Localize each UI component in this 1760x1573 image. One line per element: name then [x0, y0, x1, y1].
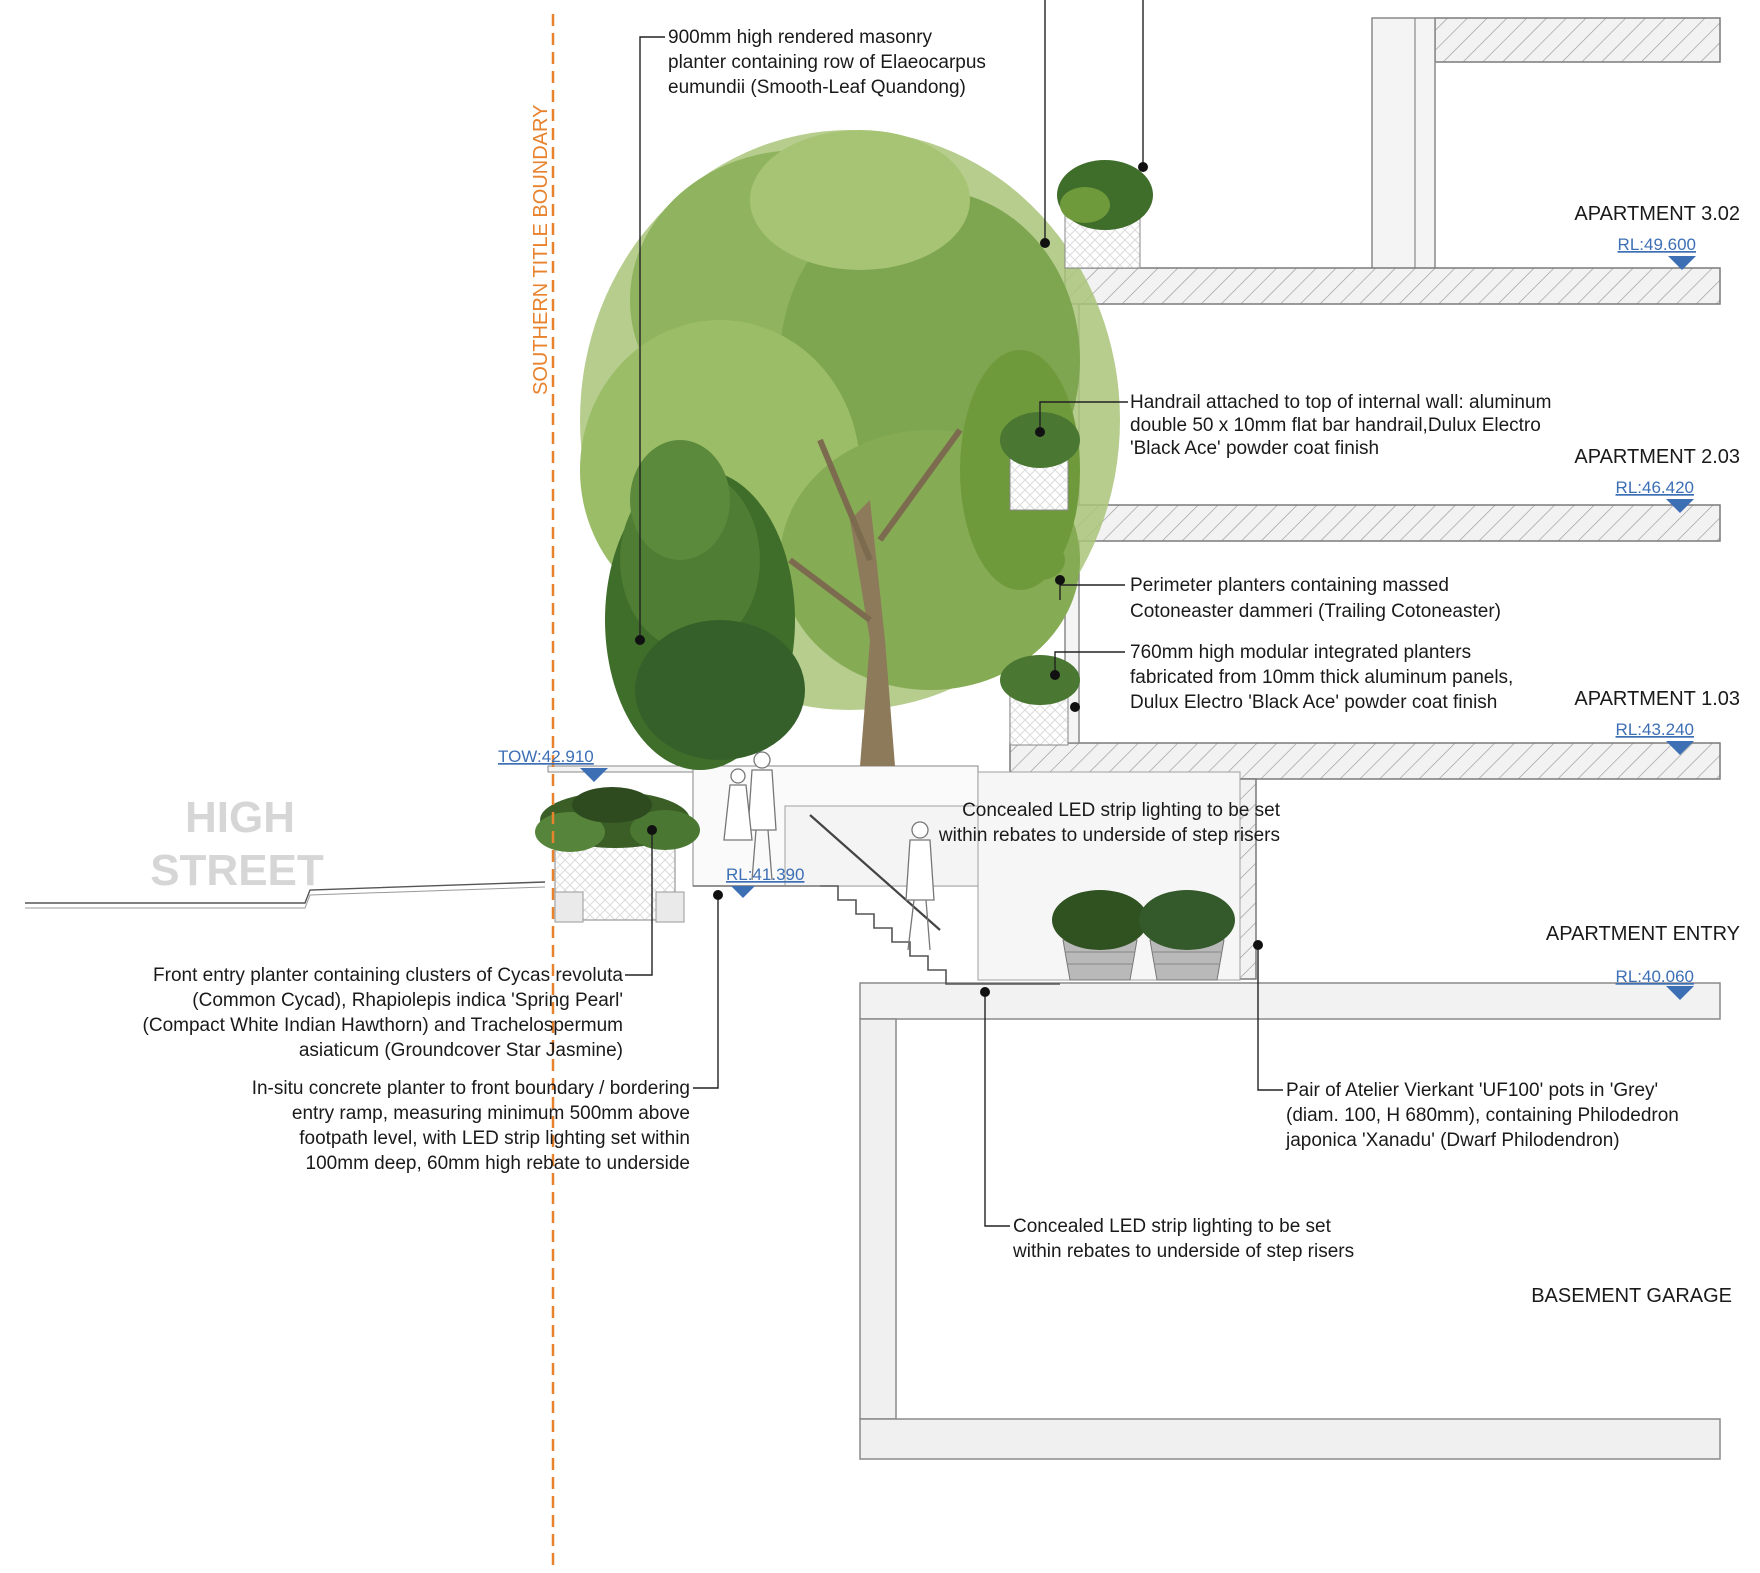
rl-ramp: RL:41.390	[726, 865, 804, 884]
annotation-masonry-planter: 900mm high rendered masonry planter cont…	[668, 27, 986, 98]
svg-text:Perimeter planters containing: Perimeter planters containing massed	[1130, 575, 1449, 596]
svg-text:Handrail attached to top of in: Handrail attached to top of internal wal…	[1130, 392, 1551, 413]
svg-text:planter containing row of Elae: planter containing row of Elaeocarpus	[668, 52, 986, 73]
annotation-insitu-planter: In-situ concrete planter to front bounda…	[252, 1078, 690, 1174]
roof-slab	[1434, 17, 1721, 63]
street-label-line2: STREET	[150, 846, 324, 895]
svg-text:double 50 x 10mm flat bar hand: double 50 x 10mm flat bar handrail,Dulux…	[1130, 415, 1541, 436]
svg-text:Concealed LED strip lighting t: Concealed LED strip lighting to be set	[962, 800, 1281, 821]
apartment-entry-label: APARTMENT ENTRY	[1546, 923, 1740, 945]
rl-entry: RL:40.060	[1616, 967, 1694, 986]
people-figures	[723, 751, 935, 951]
svg-text:within rebates to underside of: within rebates to underside of step rise…	[1012, 1241, 1354, 1262]
rl-203: RL:46.420	[1616, 478, 1694, 497]
apartment-103-label: APARTMENT 1.03	[1574, 688, 1740, 710]
upper-wall	[1371, 17, 1436, 289]
svg-text:(Compact White Indian Hawthorn: (Compact White Indian Hawthorn) and Trac…	[143, 1015, 623, 1036]
grey-pots	[1052, 890, 1235, 981]
tow-level: TOW:42.910	[498, 747, 594, 766]
leader-lines	[625, 0, 1283, 1227]
annotation-perimeter: Perimeter planters containing massed Cot…	[1130, 575, 1501, 622]
svg-text:asiaticum (Groundcover Star Ja: asiaticum (Groundcover Star Jasmine)	[299, 1040, 623, 1061]
svg-text:100mm deep, 60mm high rebate t: 100mm deep, 60mm high rebate to undersid…	[306, 1153, 690, 1174]
svg-text:'Black Ace' powder coat finish: 'Black Ace' powder coat finish	[1130, 438, 1379, 459]
annotation-handrail: Handrail attached to top of internal wal…	[1130, 392, 1551, 459]
boundary-label: SOUTHERN TITLE BOUNDARY	[530, 105, 552, 395]
rl-103: RL:43.240	[1616, 720, 1694, 739]
basement-garage-label: BASEMENT GARAGE	[1531, 1285, 1732, 1307]
svg-text:(diam. 100, H 680mm), containi: (diam. 100, H 680mm), containing Philode…	[1286, 1105, 1679, 1126]
annotation-modular: 760mm high modular integrated planters f…	[1130, 642, 1513, 713]
svg-text:Pair of Atelier Vierkant 'UF10: Pair of Atelier Vierkant 'UF100' pots in…	[1286, 1080, 1658, 1101]
svg-text:760mm high modular integrated: 760mm high modular integrated planters	[1130, 642, 1471, 663]
ground-slab	[859, 982, 1721, 1020]
front-entry-planter	[535, 787, 700, 923]
basement-floor	[859, 1418, 1721, 1460]
stair-handrail	[809, 814, 941, 931]
svg-text:Cotoneaster dammeri (Trailing: Cotoneaster dammeri (Trailing Cotoneaste…	[1130, 601, 1501, 622]
svg-text:In-situ concrete planter to fr: In-situ concrete planter to front bounda…	[252, 1078, 690, 1099]
stairs	[820, 885, 1060, 985]
level-labels: APARTMENT 3.02 RL:49.600 APARTMENT 2.03 …	[498, 203, 1740, 1307]
svg-text:footpath level, with LED strip: footpath level, with LED strip lighting …	[299, 1128, 690, 1149]
svg-text:japonica 'Xanadu' (Dwarf Philo: japonica 'Xanadu' (Dwarf Philodendron)	[1285, 1130, 1620, 1151]
slab-level-1	[1009, 742, 1721, 780]
svg-text:within rebates to underside of: within rebates to underside of step rise…	[938, 825, 1280, 846]
svg-text:Concealed LED strip lighting t: Concealed LED strip lighting to be set	[1013, 1216, 1332, 1237]
svg-text:eumundii (Smooth-Leaf Quandong: eumundii (Smooth-Leaf Quandong)	[668, 77, 966, 98]
apartment-203-label: APARTMENT 2.03	[1574, 446, 1740, 468]
basement-wall	[859, 1018, 897, 1420]
svg-text:Dulux Electro 'Black Ace' powd: Dulux Electro 'Black Ace' powder coat fi…	[1130, 692, 1497, 713]
svg-text:900mm high rendered masonry: 900mm high rendered masonry	[668, 27, 933, 48]
annotation-led-top: Concealed LED strip lighting to be set w…	[938, 800, 1281, 846]
slab-level-2	[1009, 504, 1721, 542]
svg-text:(Common Cycad), Rhapiolepis in: (Common Cycad), Rhapiolepis indica 'Spri…	[192, 990, 623, 1011]
annotation-pots: Pair of Atelier Vierkant 'UF100' pots in…	[1285, 1080, 1679, 1151]
rl-302: RL:49.600	[1618, 235, 1696, 254]
svg-text:Front entry planter containing: Front entry planter containing clusters …	[153, 965, 623, 986]
svg-text:entry ramp, measuring minimum: entry ramp, measuring minimum 500mm abov…	[292, 1103, 690, 1124]
slab-level-3	[1064, 267, 1721, 305]
annotation-led-bottom: Concealed LED strip lighting to be set w…	[1012, 1216, 1354, 1262]
annotation-front-planter: Front entry planter containing clusters …	[143, 965, 624, 1061]
street-label-line1: HIGH	[185, 793, 295, 842]
svg-text:fabricated from 10mm thick alu: fabricated from 10mm thick aluminum pane…	[1130, 667, 1513, 688]
balcony-planters	[1000, 160, 1153, 746]
apartment-302-label: APARTMENT 3.02	[1574, 203, 1740, 225]
tree-canopy	[580, 130, 1120, 770]
